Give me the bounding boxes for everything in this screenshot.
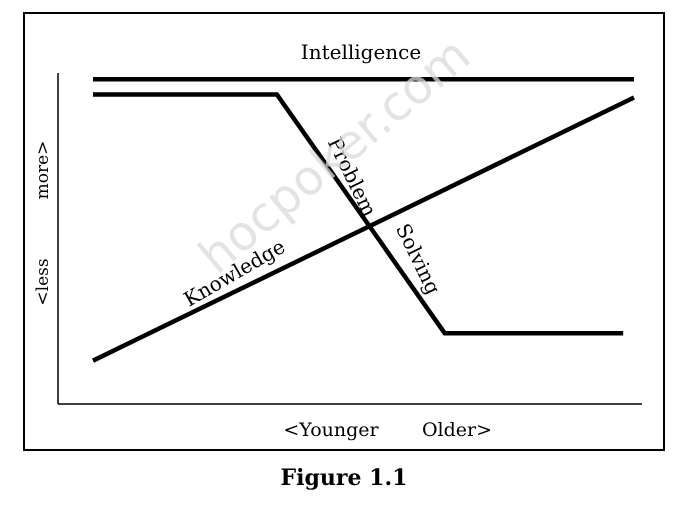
series-label-solving: Solving	[391, 220, 446, 299]
figure-caption: Figure 1.1	[281, 465, 408, 491]
series-label-intelligence: Intelligence	[301, 40, 421, 64]
y-axis-label-less: <less	[33, 258, 53, 305]
series-group	[92, 76, 635, 363]
series-line-problem-solving	[93, 92, 624, 336]
y-axis-label-more: more>	[33, 141, 53, 200]
x-axis-label-older: Older>	[422, 419, 492, 441]
x-axis-label-younger: <Younger	[283, 419, 379, 441]
figure-frame	[23, 12, 665, 451]
series-line-knowledge	[92, 95, 635, 363]
watermark-text: hocpoker.com	[189, 27, 481, 285]
